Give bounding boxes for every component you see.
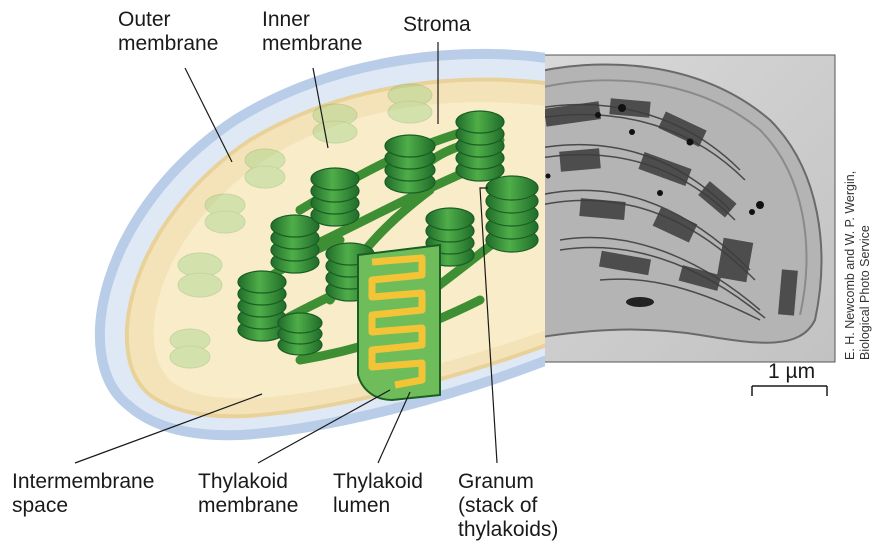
outer-membrane-label: Outer membrane <box>118 8 218 56</box>
photo-credit: E. H. Newcomb and W. P. Wergin, Biologic… <box>843 171 873 360</box>
thylakoid-lumen-label: Thylakoid lumen <box>333 470 423 518</box>
granum-stack <box>385 135 435 193</box>
scale-bar-label: 1 µm <box>768 360 815 384</box>
granum-stack <box>486 176 538 252</box>
granum-stack <box>278 313 322 355</box>
thylakoid-membrane-label: Thylakoid membrane <box>198 470 298 518</box>
scale-bar <box>752 386 827 396</box>
electron-micrograph <box>523 55 835 362</box>
granum-stack <box>271 215 319 273</box>
granum-stack <box>456 111 504 181</box>
granum-stack <box>311 168 359 226</box>
granum-label: Granum (stack of thylakoids) <box>458 470 558 542</box>
stroma-label: Stroma <box>403 13 471 37</box>
chloroplast-illustration <box>100 54 560 435</box>
inner-membrane-label: Inner membrane <box>262 8 362 56</box>
cutaway-granum <box>358 245 440 400</box>
intermembrane-space-label: Intermembrane space <box>12 470 154 518</box>
